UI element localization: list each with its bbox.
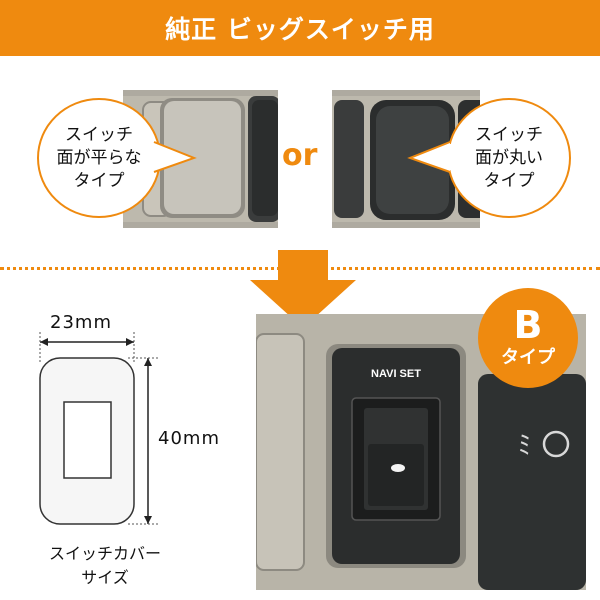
round-bubble-line-1: スイッチ [475,124,543,145]
round-bubble-line-3: タイプ [483,170,535,191]
height-label: 40mm [158,428,220,449]
or-label: or [282,138,318,173]
flat-switch-photo [123,90,278,228]
cover-caption-line-1: スイッチカバー [48,544,161,563]
type-b-badge: B タイプ [478,288,578,388]
round-bubble-pointer [407,141,454,173]
type-label: タイプ [501,347,555,368]
flat-type-bubble: スイッチ 面が平らな タイプ [37,98,161,218]
flat-bubble-line-1: スイッチ [65,124,133,145]
flat-bubble-line-2: 面が平らな [56,147,142,168]
svg-text:ﾐ: ﾐ [518,431,531,461]
round-bubble-line-2: 面が丸い [475,147,543,168]
round-type-bubble: スイッチ 面が丸い タイプ [447,98,571,218]
switch-cover-diagram [39,332,160,525]
width-label: 23mm [50,312,112,333]
cover-size-caption: スイッチカバー サイズ [30,540,180,588]
header-title: 純正 ビッグスイッチ用 [165,15,435,44]
flat-bubble-pointer [150,141,197,173]
switch-indicator-light [391,464,405,472]
cover-caption-line-2: サイズ [81,568,129,587]
arrow-down-icon [250,250,356,328]
switch-cover-opening [63,401,112,479]
type-letter: B [513,303,543,347]
flat-bubble-line-3: タイプ [73,170,125,191]
flat-switch-illustration [123,90,278,228]
navi-set-label: NAVI SET [371,368,421,380]
header-banner: 純正 ビッグスイッチ用 [0,0,600,56]
